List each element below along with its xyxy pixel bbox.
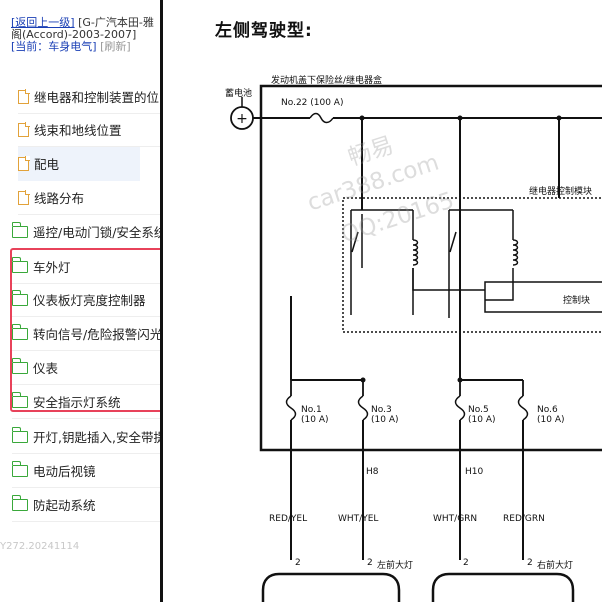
wire-color-1: RED/YEL — [269, 514, 308, 524]
relay-module-outline — [342, 197, 602, 333]
tree-item-label: 防起动系统 — [33, 498, 96, 513]
diagram-title: 左侧驾驶型: — [215, 21, 313, 41]
fuse-symbol — [357, 395, 369, 421]
battery-plus-sign: + — [236, 111, 248, 127]
left-headlight-label: 左前大灯 — [377, 561, 414, 571]
tree-item-keyless-entry[interactable]: 遥控/电动门锁/安全系统 — [11, 215, 160, 249]
folder-icon — [11, 392, 28, 408]
connector-h8: H8 — [366, 467, 379, 477]
tree-item-label: 线束和地线位置 — [34, 123, 122, 138]
fuse-symbol — [454, 395, 466, 421]
battery-label: 蓄电池 — [225, 89, 253, 99]
sidebar: [返回上一级] [G-广汽本田-雅阁(Accord)-2003-2007] [当… — [0, 0, 160, 602]
tree-item-harness[interactable]: 线束和地线位置 — [18, 113, 160, 147]
wire-color-2: WHT/YEL — [338, 514, 379, 524]
tree-item-label: 配电 — [34, 157, 60, 172]
document-icon — [18, 156, 30, 171]
folder-icon — [11, 324, 28, 340]
current-location: [当前：车身电气] — [11, 40, 97, 53]
tree-item-label: 继电器和控制装置的位 — [34, 90, 160, 105]
fuse-label-3: No.3(10 A) — [371, 405, 399, 425]
right-headlight-label: 右前大灯 — [537, 561, 574, 571]
tree-item-label: 仪表 — [33, 361, 59, 376]
fuse-box-outline — [259, 84, 602, 452]
fuse-label-5: No.5(10 A) — [468, 405, 496, 425]
tree-item-power-distribution[interactable]: 配电 — [18, 147, 140, 181]
version-text: Y272.20241114 — [0, 541, 80, 552]
tree-item-label: 电动后视镜 — [33, 464, 96, 479]
folder-icon — [11, 290, 28, 306]
tree-item-gauges[interactable]: 仪表 — [11, 351, 160, 385]
fuse-label-1: No.1(10 A) — [301, 405, 329, 425]
folder-icon — [11, 461, 28, 477]
tree-item-reminder[interactable]: 开灯,钥匙插入,安全带提 — [11, 420, 160, 454]
main-fuse-label: No.22 (100 A) — [281, 98, 344, 108]
connector-h10: H10 — [465, 467, 484, 477]
pane-divider[interactable] — [160, 0, 163, 602]
fuse-box-label: 发动机盖下保险丝/继电器盒 — [271, 76, 383, 86]
relay-module-label: 继电器控制模块 — [529, 187, 593, 197]
tree-item-relays[interactable]: 继电器和控制装置的位 — [18, 80, 160, 114]
lamp-pin: 2 — [527, 558, 533, 568]
folder-icon — [11, 358, 28, 374]
fuse-label-6: No.6(10 A) — [537, 405, 565, 425]
folder-icon — [11, 222, 28, 238]
back-link[interactable]: [返回上一级] — [11, 16, 75, 29]
tree-item-label: 遥控/电动门锁/安全系统 — [33, 225, 160, 240]
tree-item-label: 车外灯 — [33, 260, 71, 275]
main-fuse-symbol — [309, 112, 334, 124]
tree-item-label: 安全指示灯系统 — [33, 395, 121, 410]
tree-item-immobilizer[interactable]: 防起动系统 — [11, 488, 160, 522]
right-headlight-housing — [431, 572, 575, 602]
tree-item-label: 仪表板灯亮度控制器 — [33, 293, 146, 308]
tree-item-label: 转向信号/危险报警闪光 — [33, 327, 160, 342]
fuse-symbol — [285, 395, 297, 421]
tree-item-dash-dimmer[interactable]: 仪表板灯亮度控制器 — [11, 283, 160, 317]
folder-icon — [11, 257, 28, 273]
nav-header: [返回上一级] [G-广汽本田-雅阁(Accord)-2003-2007] [当… — [11, 17, 156, 53]
tree-item-circuit-layout[interactable]: 线路分布 — [18, 181, 160, 215]
highlight-box — [10, 248, 160, 412]
wire-color-3: WHT/GRN — [433, 514, 478, 524]
wiring-diagram: + — [230, 84, 602, 602]
breadcrumb: [G-广汽本田-雅阁(Accord)-2003-2007] — [11, 16, 154, 41]
lamp-pin: 2 — [295, 558, 301, 568]
document-icon — [18, 122, 30, 137]
fuse-symbol — [517, 395, 529, 421]
tree-item-label: 线路分布 — [34, 191, 85, 206]
lamp-pin: 2 — [367, 558, 373, 568]
left-headlight-housing — [261, 572, 401, 602]
wire-color-4: RED/GRN — [503, 514, 545, 524]
control-unit-outline — [484, 281, 602, 313]
tree-item-label: 开灯,钥匙插入,安全带提 — [33, 430, 160, 445]
tree-item-exterior-lights[interactable]: 车外灯 — [11, 250, 160, 284]
control-unit-label: 控制块 — [563, 296, 591, 306]
folder-icon — [11, 427, 28, 443]
folder-icon — [11, 495, 28, 511]
tree-item-power-mirrors[interactable]: 电动后视镜 — [11, 454, 160, 488]
diagram-viewer: + 左侧驾驶型: 蓄电池 发动机盖下保险丝/继电器盒 No.22 (100 A)… — [163, 0, 602, 602]
tree-item-indicator-system[interactable]: 安全指示灯系统 — [11, 385, 160, 419]
tree-item-turn-signal[interactable]: 转向信号/危险报警闪光 — [11, 317, 160, 351]
lamp-pin: 2 — [463, 558, 469, 568]
document-icon — [18, 89, 30, 104]
document-icon — [18, 190, 30, 205]
refresh-link[interactable]: [刷新] — [100, 40, 131, 53]
